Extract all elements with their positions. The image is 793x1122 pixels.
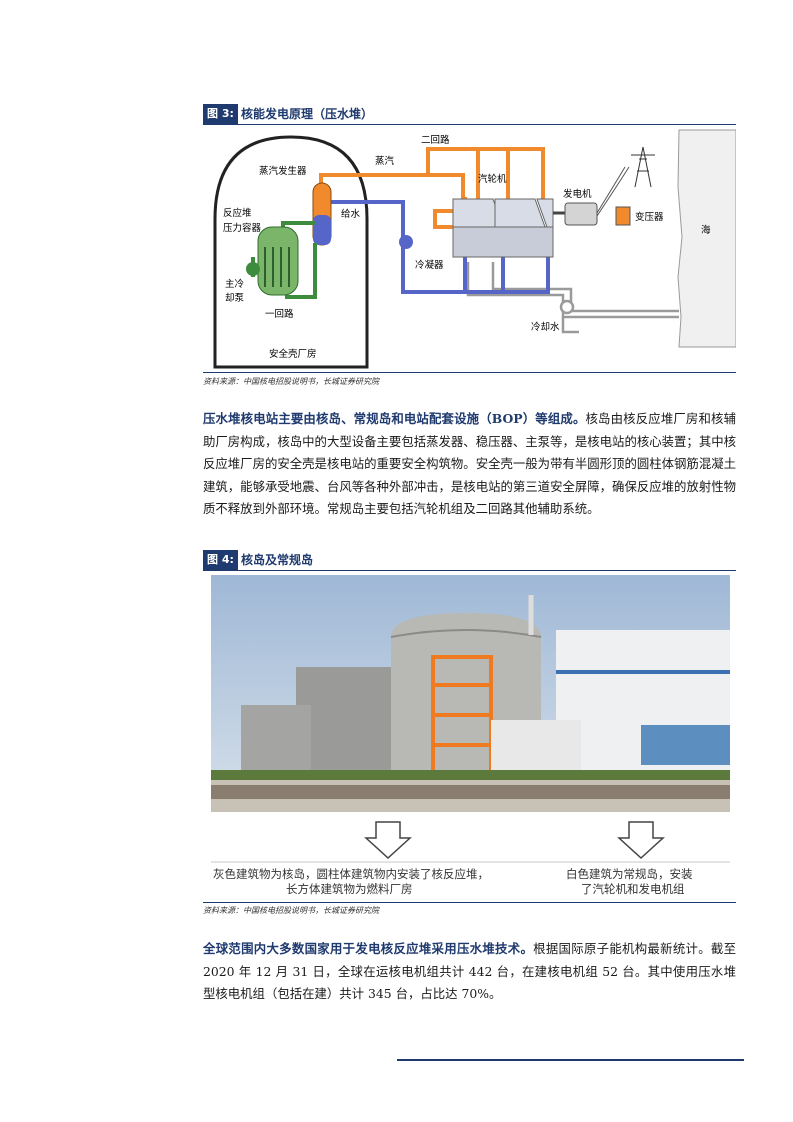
figure-4-header: 图 4: 核岛及常规岛 <box>203 550 736 571</box>
power-tower-icon <box>631 146 655 188</box>
steam-generator-label: 蒸汽发生器 <box>259 165 307 177</box>
paragraph-1-body: 核岛由核反应堆厂房和核辅助厂房构成，核岛中的大型设备主要包括蒸发器、稳压器、主泵… <box>203 411 736 516</box>
paragraph-bop-composition: 压水堆核电站主要由核岛、常规岛和电站配套设施（BOP）等组成。核岛由核反应堆厂房… <box>203 408 736 521</box>
down-arrow-icon-right <box>617 821 665 860</box>
figure-3-header: 图 3: 核能发电原理（压水堆） <box>203 104 736 125</box>
feedwater-pump <box>399 235 413 249</box>
turbine-label: 汽轮机 <box>478 173 507 185</box>
sea-label: 海 <box>701 224 711 236</box>
caption-left-line-1: 灰色建筑物为核岛，圆柱体建筑物内安装了核反应堆， <box>213 867 489 881</box>
steam-label: 蒸汽 <box>375 155 395 167</box>
generator-label: 发电机 <box>563 188 592 200</box>
steam-pipes <box>319 147 545 229</box>
paragraph-global-pwr: 全球范围内大多数国家用于发电核反应堆采用压水堆技术。根据国际原子能机构最新统计。… <box>203 938 736 1006</box>
figure-3-title: 核能发电原理（压水堆） <box>241 107 374 121</box>
sea-area: 海 <box>677 129 736 348</box>
figure-4-caption-area: 灰色建筑物为核岛，圆柱体建筑物内安装了核反应堆， 长方体建筑物为燃料厂房 白色建… <box>211 821 730 896</box>
footer-rule <box>397 1059 744 1061</box>
figure-4-label: 图 4: <box>203 550 238 570</box>
paragraph-2-body: 根据国际原子能机构最新统计。截至 2020 年 12 月 31 日，全球在运核电… <box>203 941 737 1001</box>
generator <box>564 202 598 226</box>
turbine-set <box>452 198 565 258</box>
reactor-label-2: 压力容器 <box>223 222 262 234</box>
nuclear-conventional-island-photo <box>211 575 730 812</box>
condenser-label: 冷凝器 <box>415 259 444 271</box>
caption-right-line-2: 了汽轮机和发电机组 <box>581 882 685 896</box>
figure-4-source: 资料来源：中国核电招股说明书，长城证券研究院 <box>203 906 379 915</box>
primary-loop-label: 一回路 <box>265 308 294 320</box>
main-pump-label-2: 却泵 <box>225 293 245 304</box>
pwr-principle-diagram: 海 安全壳厂房 冷却水 蒸汽 二回路 汽轮机 给水 冷凝器 发电机 <box>213 129 736 369</box>
reactor-label-1: 反应堆 <box>223 207 252 219</box>
paragraph-2-lead: 全球范围内大多数国家用于发电核反应堆采用压水堆技术。 <box>203 941 534 956</box>
paragraph-1-lead: 压水堆核电站主要由核岛、常规岛和电站配套设施（BOP）等组成。 <box>203 411 586 426</box>
cooling-water-pipes <box>466 262 679 334</box>
caption-left-line-2: 长方体建筑物为燃料厂房 <box>286 882 413 896</box>
transformer-label: 变压器 <box>635 211 664 223</box>
down-arrow-icon-left <box>364 821 412 860</box>
figure-3-source: 资料来源：中国核电招股说明书，长城证券研究院 <box>203 377 379 386</box>
transformer <box>596 166 631 226</box>
containment-label: 安全壳厂房 <box>269 348 317 360</box>
caption-right-line-1: 白色建筑为常规岛，安装 <box>566 867 693 881</box>
feedwater-label: 给水 <box>341 208 361 220</box>
secondary-loop-label: 二回路 <box>421 134 450 146</box>
figure-4-title: 核岛及常规岛 <box>241 553 314 567</box>
cooling-water-label: 冷却水 <box>531 321 560 333</box>
figure-4-bottom-rule <box>203 902 736 903</box>
main-coolant-pump <box>246 262 260 276</box>
main-pump-label-1: 主冷 <box>225 278 245 290</box>
figure-3-bottom-rule <box>203 372 736 373</box>
figure-3-label: 图 3: <box>203 104 238 124</box>
